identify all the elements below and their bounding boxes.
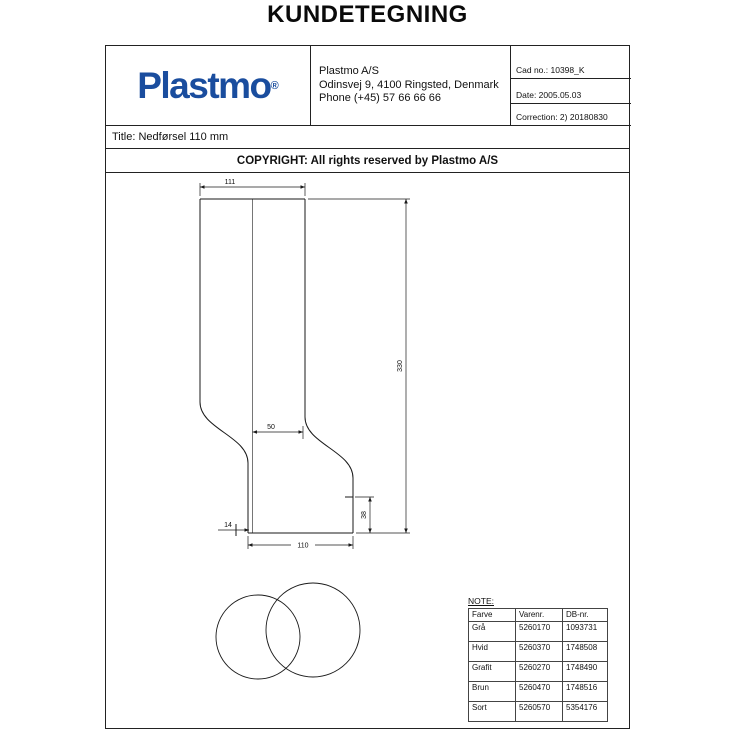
cell-varenr: 5260370 [515,641,563,662]
correction-cell: Correction: 2) 20180830 [516,112,608,122]
cad-no-cell: Cad no.: 10398_K [511,46,631,79]
cell-farve: Grå [468,621,516,642]
logo-word: Plastmo [137,65,272,106]
registered-mark: ® [270,80,279,92]
col-header-dbnr: DB-nr. [562,608,608,622]
cell-dbnr: 1093731 [562,621,608,642]
col-header-farve: Farve [468,608,516,622]
cell-farve: Grafit [468,661,516,682]
drawing-title-row: Title: Nedførsel 110 mm [106,126,629,149]
cell-dbnr: 1748490 [562,661,608,682]
note-label: NOTE: [468,596,494,606]
cell-varenr: 5260170 [515,621,563,642]
color-variant-table: Farve Varenr. DB-nr. Grå 5260170 1093731… [468,608,608,722]
col-header-varenr: Varenr. [515,608,563,622]
cell-dbnr: 5354176 [562,701,608,722]
company-name: Plastmo A/S [319,65,379,78]
cell-farve: Sort [468,701,516,722]
cell-farve: Brun [468,681,516,702]
table-row: Brun 5260470 1748516 [468,681,608,702]
cell-farve: Hvid [468,641,516,662]
company-address: Odinsvej 9, 4100 Ringsted, Denmark [319,78,499,91]
cell-varenr: 5260470 [515,681,563,702]
company-phone: Phone (+45) 57 66 66 66 [319,92,442,105]
company-info-cell: Plastmo A/S Odinsvej 9, 4100 Ringsted, D… [311,46,511,126]
logo-cell: Plastmo® [106,46,311,126]
page-title: KUNDETEGNING [267,1,468,28]
table-row: Grafit 5260270 1748490 [468,661,608,682]
date-cell: Date: 2005.05.03 [511,79,631,104]
table-row: Sort 5260570 5354176 [468,701,608,722]
table-row: Grå 5260170 1093731 [468,621,608,642]
table-header-row: Farve Varenr. DB-nr. [468,608,608,622]
cell-dbnr: 1748508 [562,641,608,662]
cell-varenr: 5260570 [515,701,563,722]
revision-block: Cad no.: 10398_K Date: 2005.05.03 Correc… [511,46,631,126]
plastmo-logo: Plastmo® [137,67,279,104]
copyright-row: COPYRIGHT: All rights reserved by Plastm… [106,149,629,173]
table-row: Hvid 5260370 1748508 [468,641,608,662]
cell-dbnr: 1748516 [562,681,608,702]
drawing-frame: Plastmo® Plastmo A/S Odinsvej 9, 4100 Ri… [105,45,631,729]
cell-varenr: 5260270 [515,661,563,682]
